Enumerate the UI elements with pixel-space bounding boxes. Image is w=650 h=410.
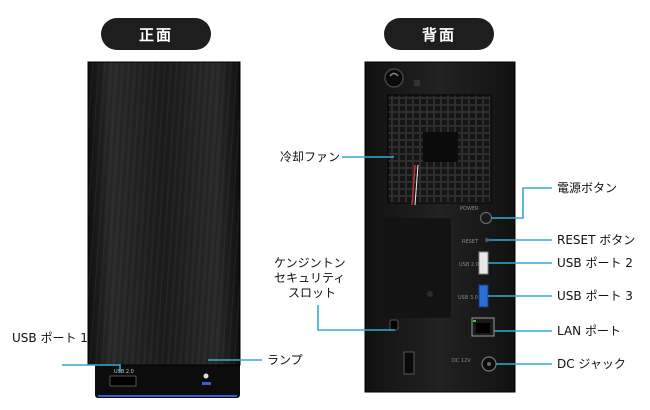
label-kensington-line1: ケンジントン — [274, 256, 346, 270]
reset-marking: RESET — [462, 239, 479, 245]
lamp-glow — [202, 382, 211, 385]
front-usb-marking: USB 2.0 — [114, 369, 134, 375]
label-cooling-fan: 冷却ファン — [280, 150, 341, 164]
lamp-indicator — [203, 373, 209, 379]
back-usb-port-3[interactable] — [478, 284, 489, 308]
label-lamp: ランプ — [267, 353, 303, 367]
back-usb-port-2[interactable] — [478, 251, 489, 275]
kensington-panel — [381, 218, 451, 318]
label-kensington: ケンジントン セキュリティ スロット — [274, 256, 346, 301]
back-view-heading: 背面 — [384, 18, 494, 50]
front-device: USB 2.0 — [87, 61, 241, 398]
label-usb-port-3: USB ポート 3 — [557, 289, 633, 303]
label-lan-port: LAN ポート — [557, 324, 621, 338]
leader-power-button — [491, 187, 552, 219]
front-panel-texture — [88, 62, 240, 365]
dc-marking: DC 12V — [452, 358, 471, 364]
cooling-fan — [387, 94, 492, 204]
usb2-marking: USB 2.0 — [459, 262, 479, 268]
back-device: POWER RESET USB 2.0 USB 3.0 DC 12V — [364, 61, 516, 393]
label-kensington-line3: スロット — [288, 286, 337, 300]
leader-lines — [62, 156, 552, 372]
front-base — [95, 362, 240, 398]
label-usb-port-1: USB ポート 1 — [12, 331, 88, 345]
label-kensington-line2: セキュリティ — [274, 271, 346, 285]
fan-hub — [423, 132, 458, 162]
leader-usb-port-1 — [62, 364, 121, 372]
bottom-clip — [403, 351, 415, 375]
reset-button[interactable] — [485, 238, 489, 242]
kensington-slot — [389, 319, 399, 331]
label-reset-button: RESET ボタン — [557, 233, 636, 247]
label-power-button: 電源ボタン — [557, 181, 618, 195]
usb3-marking: USB 3.0 — [458, 295, 478, 301]
power-button[interactable] — [479, 211, 493, 225]
label-dc-jack: DC ジャック — [557, 357, 626, 371]
front-view-heading: 正面 — [101, 18, 211, 50]
top-knob — [384, 68, 404, 88]
front-usb-port-1[interactable] — [109, 375, 137, 387]
power-marking: POWER — [460, 206, 479, 212]
leader-kensington — [317, 305, 395, 331]
label-usb-port-2: USB ポート 2 — [557, 256, 633, 270]
